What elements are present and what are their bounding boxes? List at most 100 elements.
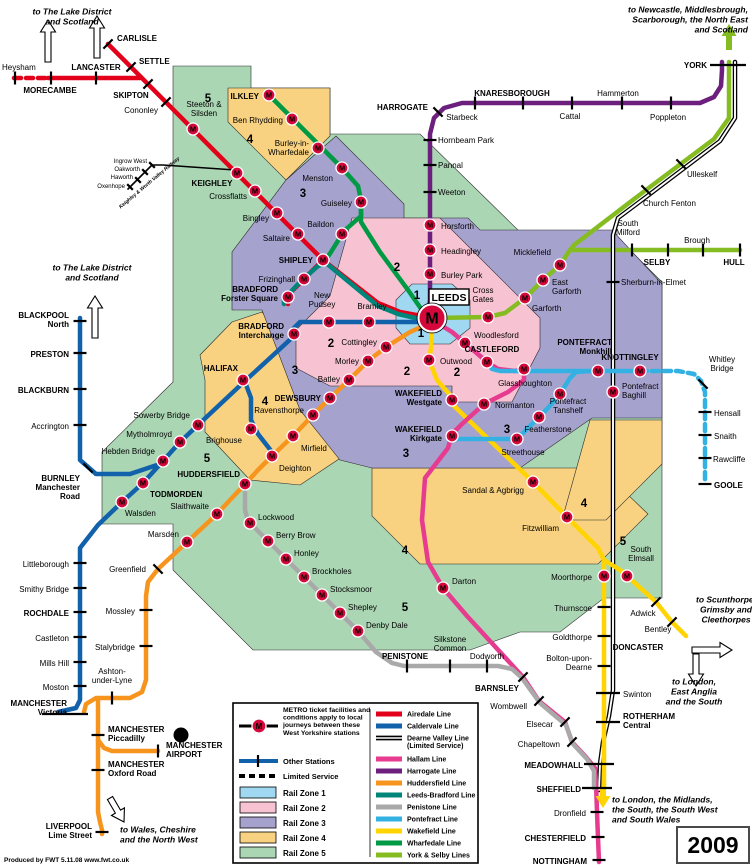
legend-swatch-rail-zone-5: [239, 846, 277, 859]
zone-number-4: 4: [247, 134, 254, 146]
station-label-hebden-bridge: Hebden Bridge: [102, 447, 156, 456]
station-harrogate: HARROGATE: [377, 103, 444, 118]
leeds-label-box: [428, 288, 470, 306]
station-label-dodworth: Dodworth: [470, 652, 504, 661]
rail-line-huddersfield-piccadilly: [95, 697, 105, 837]
rail-line-caldervale-brighouse: [242, 379, 275, 455]
station-label-carlisle: CARLISLE: [117, 34, 158, 43]
station-label-todmorden: TODMORDEN: [150, 490, 203, 499]
station-label-wombwell: Wombwell: [490, 702, 527, 711]
svg-text:M: M: [310, 411, 316, 420]
legend-hallam-line: Hallam Line: [407, 757, 446, 764]
station-smithy-bridge: Smithy Bridge: [19, 585, 87, 594]
station-label-garforth: Garforth: [532, 304, 561, 313]
station-oxenhope: Oxenhope: [97, 183, 134, 191]
direction-arrow: [86, 294, 104, 339]
svg-text:M: M: [301, 275, 307, 284]
station-label-selby: SELBY: [644, 258, 671, 267]
zone-number-1: 1: [418, 328, 425, 340]
svg-text:M: M: [427, 246, 433, 255]
station-label-huddersfield: HUDDERSFIELD: [177, 470, 240, 479]
svg-text:M: M: [595, 367, 601, 376]
station-ulleskelf: Ulleskelf: [675, 158, 718, 179]
station-label-keighley: KEIGHLEY: [192, 179, 234, 188]
station-bolton-upon: Bolton-upon-Dearne: [546, 654, 611, 672]
station-littleborough: Littleborough: [23, 560, 87, 569]
rail-line-pontefract-goole-limited: [637, 368, 708, 487]
legend-penistone-line: Penistone Line: [407, 805, 457, 812]
station-label-brighouse: Brighouse: [206, 436, 243, 445]
legend-rail-zone-4: Rail Zone 4: [283, 834, 326, 843]
station-adwick: Adwick: [630, 596, 662, 618]
svg-text:M: M: [327, 394, 333, 403]
svg-text:M: M: [536, 413, 542, 422]
legend-other-stations: Other Stations: [283, 757, 335, 766]
station-label-micklefield: Micklefield: [514, 248, 551, 257]
station-hebden-bridge: M Hebden Bridge: [102, 447, 170, 468]
station-dodworth: Dodworth: [470, 652, 504, 673]
airport-icon: ✈: [173, 727, 189, 743]
svg-text:M: M: [240, 376, 246, 385]
svg-text:M: M: [485, 313, 491, 322]
zone-number-3: 3: [403, 448, 409, 460]
svg-text:M: M: [383, 343, 389, 352]
station-label-stocksmoor: Stocksmoor: [330, 585, 373, 594]
station-settle: SETTLE: [125, 57, 170, 73]
station-swinton: Swinton: [596, 690, 651, 699]
station-ravensthorpe: M Ravensthorpe: [254, 406, 320, 422]
station-label-barnsley: BARNSLEY: [475, 684, 520, 693]
station-rochdale: ROCHDALE: [24, 609, 87, 618]
station-accrington: Accrington: [31, 422, 87, 431]
svg-text:M: M: [514, 435, 520, 444]
svg-text:M: M: [252, 187, 258, 196]
zone-number-5: 5: [204, 453, 211, 465]
station-label-castleton: Castleton: [35, 634, 69, 643]
rail-line-wakefield-doncaster: [601, 557, 689, 639]
direction-arrow: [106, 795, 126, 823]
svg-text:M: M: [358, 198, 364, 207]
station-label-woodlesford: Woodlesford: [474, 331, 519, 340]
station-label-doncaster: DONCASTER: [613, 643, 664, 652]
station-label-elsecar: Elsecar: [526, 720, 553, 729]
station-mills-hill: Mills Hill: [40, 659, 87, 668]
direction-arrow: [687, 653, 705, 688]
svg-text:M: M: [366, 318, 372, 327]
station-label-ravensthorpe: Ravensthorpe: [254, 406, 304, 415]
station-label-dronfield: Dronfield: [554, 809, 586, 818]
svg-text:M: M: [160, 457, 166, 466]
svg-text:M: M: [355, 627, 361, 636]
station-chapeltown: Chapeltown: [518, 736, 578, 749]
svg-text:M: M: [530, 478, 536, 487]
svg-text:M: M: [290, 432, 296, 441]
station-lancaster: LANCASTER: [71, 63, 121, 85]
rail-line-caldervale-burnley: [77, 315, 163, 477]
station-chesterfield: CHESTERFIELD: [525, 834, 605, 843]
